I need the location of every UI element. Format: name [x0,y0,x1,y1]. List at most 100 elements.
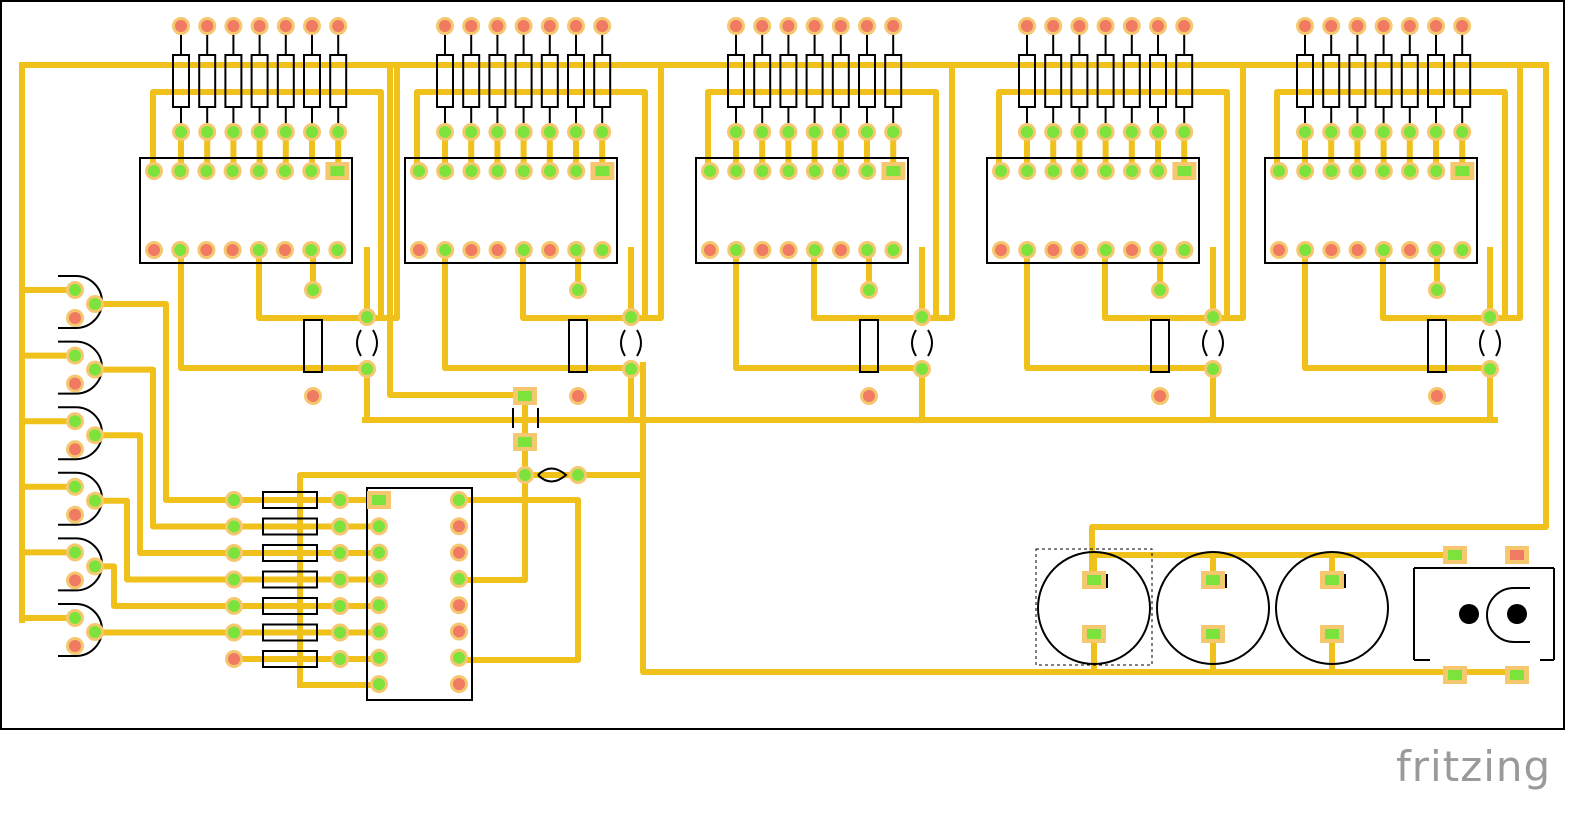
resistor [1150,319,1170,373]
pad-connected [361,311,373,323]
pad-connected [863,284,875,296]
resistor [303,319,323,373]
pad-unconnected [1403,20,1416,32]
pad-unconnected [439,20,451,32]
pad-unconnected [279,20,292,32]
pad-connected [228,626,240,639]
pad-unconnected [491,20,504,32]
pad-connected [1021,165,1034,177]
pad-unconnected [834,20,847,32]
pad-connected [465,126,478,138]
pad-connected [782,126,795,138]
pad-connected [332,126,345,138]
pad-connected [1073,165,1086,177]
pad-unconnected [69,574,81,587]
pad-connected [570,244,583,256]
pad-unconnected [1325,20,1338,32]
pad-connected [413,165,425,177]
pad-connected [373,546,385,559]
pad-connected [1455,166,1470,176]
pad-connected [439,244,452,256]
pad-connected [1021,126,1033,138]
pad-connected [228,547,240,559]
pad-connected [307,284,319,296]
pad-connected [861,126,873,138]
pad-unconnected [861,20,873,32]
pad-connected [174,165,187,177]
pad-connected [916,311,928,323]
fritzing-watermark: fritzing [1396,742,1552,791]
pad-connected [1377,244,1390,256]
pad-unconnected [730,20,742,32]
pad-connected [305,165,318,177]
resistor [262,544,318,562]
pad-connected [1448,670,1462,680]
pad-connected [519,469,531,481]
pad-connected [886,166,901,176]
pad-connected [1403,126,1416,138]
pad-connected [1325,126,1338,138]
pad-connected [279,126,292,138]
pad-unconnected [1154,390,1166,402]
pad-unconnected [201,20,214,32]
resistor [262,650,318,668]
pad-connected [372,495,386,505]
pad-connected [834,126,847,138]
pad-connected [1377,165,1390,177]
pad-connected [1099,126,1112,138]
pad-connected [756,165,769,177]
pad-connected [518,437,532,447]
pad-unconnected [863,390,875,402]
pad-connected [89,560,101,573]
pad-connected [252,244,265,256]
pad-connected [1126,165,1138,177]
pad-connected [279,165,291,177]
pad-connected [373,678,385,691]
pad-connected [228,573,240,586]
trace [520,62,664,321]
pad-unconnected [1273,244,1285,256]
pad-connected [1206,575,1220,585]
pad-connected [69,349,81,362]
pad-unconnected [491,244,504,256]
pad-unconnected [453,546,465,559]
pad-connected [730,165,743,177]
pad-connected [334,573,346,586]
trace [1380,62,1523,321]
pad-unconnected [453,625,465,638]
pad-connected [704,165,716,177]
resistor [262,517,318,536]
pad-connected [331,244,344,256]
pad-unconnected [887,20,900,32]
pad-connected [1325,629,1339,639]
driver-ic [139,157,353,264]
pad-connected [1207,311,1219,323]
trace [456,437,528,583]
resistor [262,623,318,642]
trace [92,301,237,503]
pad-connected [175,126,187,138]
pad-connected [373,572,385,585]
pad-connected [1152,126,1164,138]
pad-connected [89,429,101,442]
pad-unconnected [1299,20,1311,32]
capacitor [636,329,642,357]
pad-connected [1431,284,1443,296]
pad-unconnected [1047,244,1060,256]
pad-connected [1430,244,1443,256]
pad-unconnected [453,520,465,533]
pad-unconnected [1325,244,1338,256]
trace [92,497,237,583]
pad-unconnected [544,244,556,256]
pad-unconnected [1021,20,1033,32]
pad-connected [89,494,101,507]
pad-unconnected [1073,244,1086,256]
trace [256,62,400,321]
pad-connected [89,363,101,376]
pad-connected [1047,165,1060,177]
pad-connected [808,165,821,177]
pad-connected [453,494,465,506]
pad-connected [518,391,532,401]
pad-unconnected [808,20,821,32]
pad-connected [330,166,345,176]
